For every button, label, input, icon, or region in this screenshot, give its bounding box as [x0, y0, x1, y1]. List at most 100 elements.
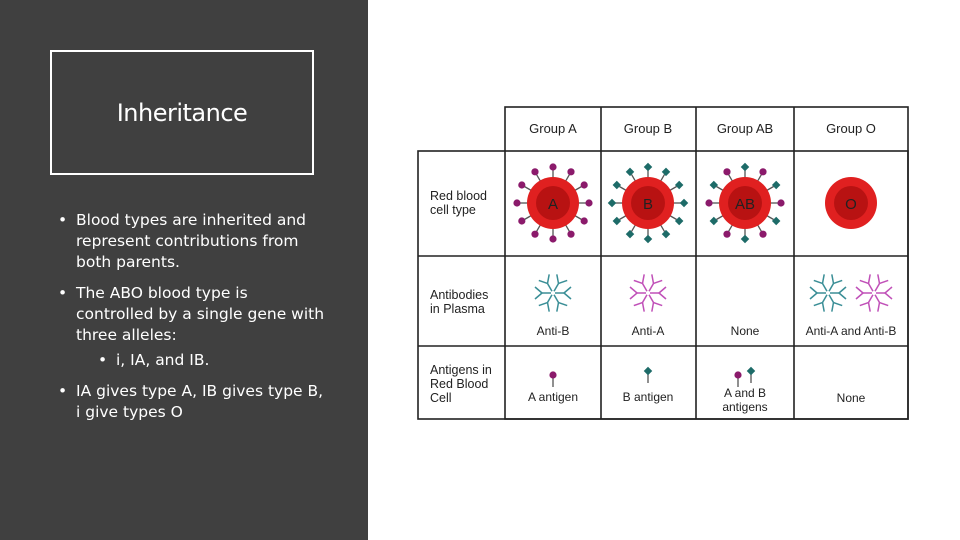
- antibody-arm: [867, 302, 871, 312]
- antibody-y: [809, 286, 826, 300]
- antibody-arm: [641, 274, 645, 284]
- antibody-arm: [633, 301, 643, 307]
- bullet-dot: •: [58, 382, 68, 400]
- antibody-y: [534, 286, 551, 300]
- header-group-b: Group B: [624, 121, 672, 136]
- antibody-y: [629, 286, 646, 300]
- antigen-b-marker: [709, 216, 719, 226]
- antibody-arm: [651, 302, 655, 312]
- antigen-a-marker: [531, 230, 539, 238]
- bullet-item: • Blood types are inherited and represen…: [56, 210, 326, 273]
- header-group-o: Group O: [826, 121, 876, 136]
- antibody-arm: [534, 286, 543, 294]
- antigen-a-marker: [734, 371, 742, 379]
- header-group-ab: Group AB: [717, 121, 773, 136]
- row-label-antibodies-2: in Plasma: [430, 302, 485, 316]
- antibody-arm: [563, 292, 572, 300]
- antigen-a-marker: [580, 181, 588, 189]
- antigen-a-marker: [549, 235, 557, 243]
- antigen-b-marker: [607, 198, 617, 208]
- antibody-arm: [838, 286, 847, 294]
- antigen-b-marker: [643, 366, 653, 376]
- antibody-stem: [874, 283, 881, 292]
- antibody-arm: [809, 286, 818, 294]
- row-label-cell-type-1: Red blood: [430, 189, 487, 203]
- antigen-b-marker: [612, 216, 622, 226]
- antigen-b-marker: [679, 198, 689, 208]
- antibody-y: [828, 274, 843, 292]
- antigen-a-marker: [723, 168, 731, 176]
- antigen-b-marker: [661, 229, 671, 239]
- antigen-b-marker: [643, 162, 653, 172]
- antibody-arm: [813, 301, 823, 307]
- antigen-b-marker: [625, 229, 635, 239]
- antibody-stem: [553, 294, 560, 303]
- antigen-b-marker: [740, 234, 750, 244]
- antibody-arm: [653, 279, 663, 285]
- row-label-cell-type-2: cell type: [430, 203, 476, 217]
- table-grid: [417, 106, 909, 420]
- antibody-y: [813, 294, 828, 312]
- bullet-item: • IA gives type A, IB gives type B, i gi…: [56, 381, 326, 423]
- antibody-arm: [653, 301, 663, 307]
- row-label-antigens-2: Red Blood: [430, 377, 488, 391]
- bullet-item: • The ABO blood type is controlled by a …: [56, 283, 326, 371]
- antibody-arm: [821, 274, 825, 284]
- antibody-arm: [879, 279, 889, 285]
- antibody-stem: [867, 294, 874, 303]
- antigen-a-marker: [518, 181, 526, 189]
- antibody-stem: [641, 283, 648, 292]
- antibody-arm: [534, 292, 543, 300]
- antibody-y: [538, 274, 553, 292]
- antibody-arm: [546, 302, 550, 312]
- antigen-a-marker: [723, 230, 731, 238]
- antigen-b-marker: [612, 180, 622, 190]
- antibody-arm: [877, 302, 881, 312]
- antibody-y: [553, 274, 568, 292]
- antibody-arm: [855, 286, 864, 294]
- antibody-stem: [867, 283, 874, 292]
- antibody-y: [859, 274, 874, 292]
- antibody-arm: [629, 286, 638, 294]
- cell-letter-ab: AB: [735, 196, 755, 213]
- antigen-label-o: None: [837, 391, 866, 405]
- antibody-arm: [563, 286, 572, 294]
- cell-letter-a: A: [548, 196, 558, 213]
- antibody-arm: [833, 279, 843, 285]
- antibody-arm: [651, 274, 655, 284]
- antibody-stem: [648, 283, 655, 292]
- antibody-arm: [859, 301, 869, 307]
- antigen-b-marker: [771, 180, 781, 190]
- antibody-y: [874, 274, 889, 292]
- red-blood-cell-center: [728, 186, 762, 220]
- antibody-arm: [877, 274, 881, 284]
- antibody-label-b: Anti-A: [632, 324, 665, 338]
- antibody-arm: [641, 302, 645, 312]
- bullet-dot: •: [58, 211, 68, 229]
- antibody-arm: [658, 292, 667, 300]
- antibody-stem: [821, 294, 828, 303]
- antibody-arm: [629, 292, 638, 300]
- antibody-label-o: Anti-A and Anti-B: [806, 324, 897, 338]
- antibody-y: [828, 294, 843, 312]
- antibody-y: [648, 274, 663, 292]
- antigen-a-marker: [585, 199, 593, 207]
- red-blood-cell-center: [834, 186, 868, 220]
- sub-bullet-text: i, IA, and IB.: [116, 351, 210, 369]
- antigen-a-marker: [759, 230, 767, 238]
- antibody-arm: [633, 279, 643, 285]
- antigen-a-marker: [705, 199, 713, 207]
- antigen-a-marker: [513, 199, 521, 207]
- antibody-arm: [546, 274, 550, 284]
- antigen-label-b: B antigen: [623, 390, 674, 404]
- title-box: Inheritance: [50, 50, 314, 175]
- antigen-b-marker: [643, 234, 653, 244]
- red-blood-cell-center: [536, 186, 570, 220]
- cell-letter-b: B: [643, 196, 653, 213]
- antibody-stem: [641, 294, 648, 303]
- antibody-y: [538, 294, 553, 312]
- sub-bullet-item: • i, IA, and IB.: [96, 350, 326, 371]
- antibody-y: [874, 294, 889, 312]
- antibody-arm: [838, 292, 847, 300]
- bullet-text: IA gives type A, IB gives type B, i give…: [76, 382, 324, 421]
